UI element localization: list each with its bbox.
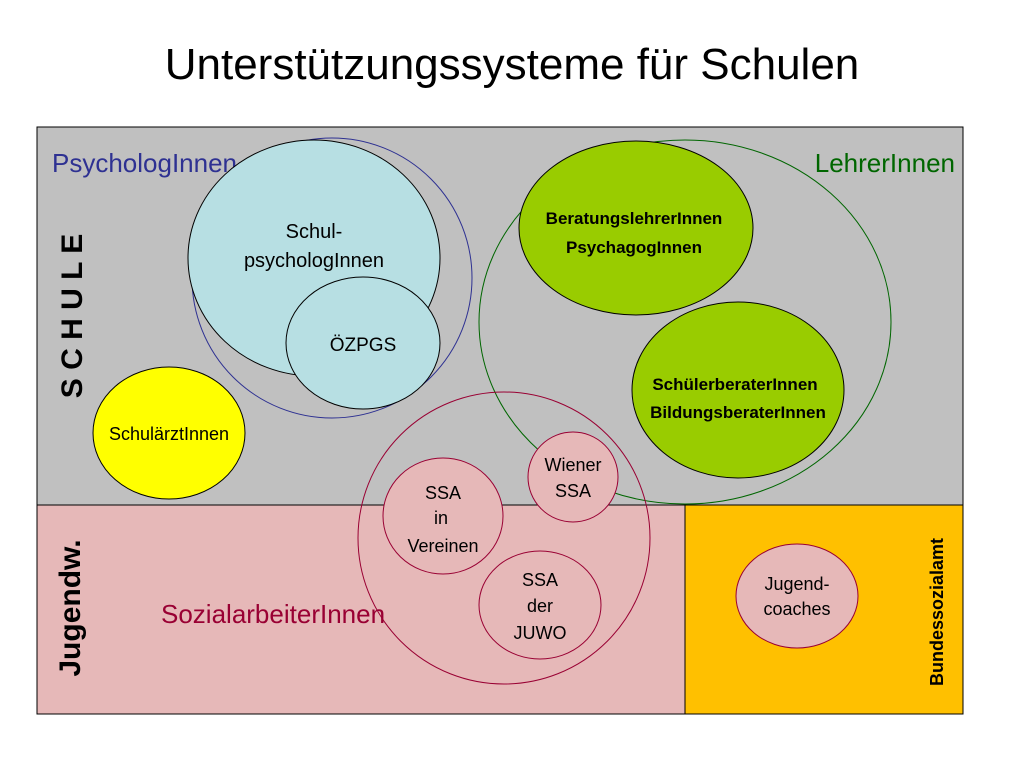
page-title: Unterstützungssysteme für Schulen [164, 40, 860, 89]
beratungslehrerinnen-node [518, 140, 754, 316]
schulaerztinnen-node [92, 366, 246, 500]
bundessozialamt-label: Bundessozialamt [927, 538, 947, 686]
beratungslehrerinnen-label-line2: PsychagogInnen [566, 238, 702, 257]
lehrerinnen-label: LehrerInnen [815, 148, 955, 178]
wiener-ssa-label-line1: Wiener [544, 455, 601, 475]
oezpgs-node [285, 276, 441, 410]
ssa-vereine-label-line3: Vereinen [407, 536, 478, 556]
schulpsychologinnen-label-line2: psychologInnen [244, 250, 384, 272]
psychologinnen-label: PsychologInnen [52, 148, 237, 178]
schulaerztinnen-label: SchulärztInnen [109, 424, 229, 444]
lehrerinnen-group-outline [478, 139, 892, 505]
jugendcoaches-node [735, 543, 859, 649]
schuelerberaterinnen-label-line2: BildungsberaterInnen [650, 403, 826, 422]
sozialarbeiterinnen-label: SozialarbeiterInnen [161, 599, 385, 629]
schule-label: S C H U L E [56, 234, 89, 398]
jugendwohlfahrt-label: Jugendw. [54, 539, 87, 676]
oezpgs-label: ÖZPGS [330, 335, 397, 356]
ssa-vereine-node [382, 457, 504, 575]
wiener-ssa-node [527, 431, 619, 523]
jugendcoaches-label-line1: Jugend- [764, 574, 829, 594]
schulpsychologinnen-label-line1: Schul- [286, 221, 343, 243]
ssa-juwo-label-line1: SSA [522, 570, 558, 590]
schuelerberaterinnen-label-line1: SchülerberaterInnen [652, 375, 817, 394]
ssa-vereine-label-line1: SSA [425, 483, 461, 503]
ssa-vereine-label-line2: in [434, 508, 448, 528]
ssa-juwo-label-line2: der [527, 596, 553, 616]
ssa-juwo-node [478, 550, 602, 660]
beratungslehrerinnen-label-line1: BeratungslehrerInnen [546, 209, 723, 228]
schuelerberaterinnen-node [631, 301, 845, 479]
jugendcoaches-label-line2: coaches [763, 599, 830, 619]
sozialarbeiterinnen-group-outline [357, 391, 651, 685]
wiener-ssa-label-line2: SSA [555, 481, 591, 501]
ssa-juwo-label-line3: JUWO [514, 623, 567, 643]
